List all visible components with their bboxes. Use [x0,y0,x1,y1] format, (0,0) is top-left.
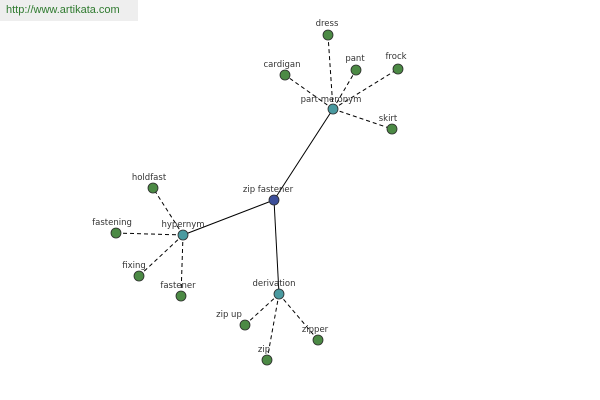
term-node-fastener[interactable] [175,290,187,302]
term-node-fixing[interactable] [133,270,145,282]
edge-hypernym-to-holdfast [152,187,184,236]
relation-node-derivation-label[interactable]: derivation [252,279,295,289]
term-node-dress[interactable] [322,29,334,41]
term-node-frock-label[interactable]: frock [385,52,406,62]
edge-derivation-to-zipper [278,293,319,341]
term-node-cardigan-label[interactable]: cardigan [264,60,301,70]
term-node-holdfast-label[interactable]: holdfast [132,173,167,183]
term-node-fastener-label[interactable]: fastener [160,281,196,291]
edge-part-meronym-to-pant [332,69,357,110]
graph-edges [115,34,399,361]
relation-node-part-meronym-label[interactable]: part meronym [301,95,362,105]
edge-zip-fastener-to-hypernym [182,199,275,236]
graph-nodes [110,29,404,366]
term-node-zip[interactable] [261,354,273,366]
edge-zip-fastener-to-derivation [273,199,280,295]
relation-node-part-meronym[interactable] [327,103,339,115]
term-node-zipper[interactable] [312,334,324,346]
term-node-zipper-label[interactable]: zipper [302,325,329,335]
term-node-dress-label[interactable]: dress [316,19,339,29]
relation-node-derivation[interactable] [273,288,285,300]
term-node-holdfast[interactable] [147,182,159,194]
relation-node-hypernym[interactable] [177,229,189,241]
edge-part-meronym-to-skirt [332,108,393,130]
edge-derivation-to-zip-up [244,293,280,326]
edge-part-meronym-to-frock [332,68,399,110]
term-node-zip-label[interactable]: zip [258,345,270,355]
relation-node-hypernym-label[interactable]: hypernym [161,220,204,230]
term-node-pant-label[interactable]: pant [345,54,365,64]
center-node-zip-fastener-label[interactable]: zip fastener [243,185,294,195]
edge-zip-fastener-to-part-meronym [273,108,334,201]
term-node-skirt-label[interactable]: skirt [379,114,398,124]
term-node-fastening-label[interactable]: fastening [92,218,132,228]
term-node-fastening[interactable] [110,227,122,239]
edge-hypernym-to-fastening [115,232,184,236]
term-node-frock[interactable] [392,63,404,75]
term-node-zip-up-label[interactable]: zip up [216,310,242,320]
term-node-fixing-label[interactable]: fixing [122,261,146,271]
edge-part-meronym-to-cardigan [284,74,334,110]
term-node-skirt[interactable] [386,123,398,135]
term-node-pant[interactable] [350,64,362,76]
term-node-zip-up[interactable] [239,319,251,331]
graph-labels: dress cardigan pant frock skirt holdfast faste… [92,19,406,355]
source-url[interactable]: http://www.artikata.com [0,0,138,21]
center-node-zip-fastener[interactable] [268,194,280,206]
term-node-cardigan[interactable] [279,69,291,81]
edge-hypernym-to-fixing [138,234,184,277]
edge-hypernym-to-fastener [180,234,184,297]
edge-part-meronym-to-dress [327,34,334,110]
